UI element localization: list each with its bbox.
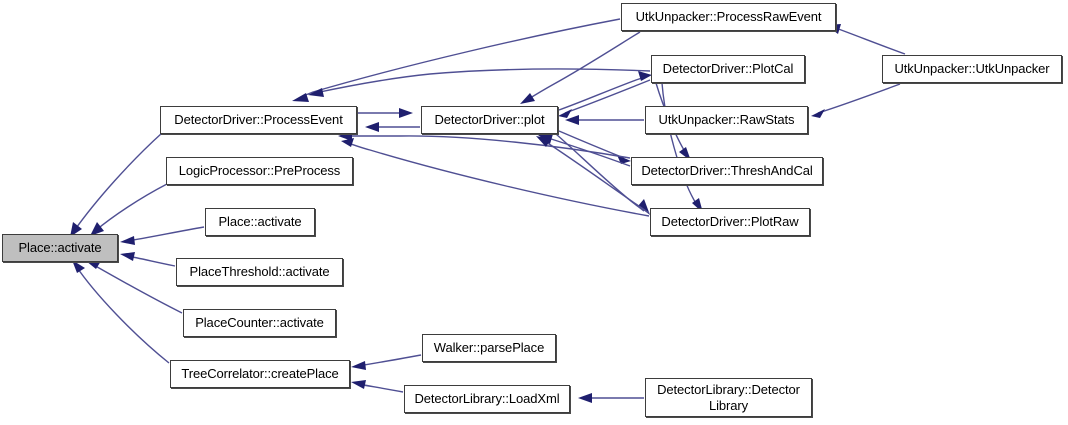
edge-parseplace-to-createplace [351, 354, 422, 370]
node-label: DetectorDriver::ProcessEvent [174, 112, 343, 127]
node-label: UtkUnpacker::RawStats [658, 112, 795, 127]
node-detectordriver-processevent[interactable]: DetectorDriver::ProcessEvent [160, 106, 357, 134]
edge-processrawevent-to-plot [520, 31, 641, 104]
node-label: Place::activate [18, 240, 102, 255]
edge-utkunpacker-ctor-to-processrawevent [826, 24, 906, 55]
node-label-line1: DetectorLibrary::Detector [657, 381, 800, 397]
node-logicprocessor-preprocess[interactable]: LogicProcessor::PreProcess [166, 157, 353, 185]
node-detectorlibrary-constructor[interactable]: DetectorLibrary::Detector Library [645, 378, 812, 417]
edge-plot-to-threshandcal [558, 130, 631, 164]
edge-threshandcal-to-plot [538, 134, 631, 167]
edge-place-activate-caller-to-place-activate [120, 226, 205, 245]
edge-processevent-to-place-activate [70, 132, 163, 237]
node-detectorlibrary-loadxml[interactable]: DetectorLibrary::LoadXml [404, 385, 570, 413]
node-label: DetectorDriver::PlotRaw [661, 214, 799, 229]
edge-processrawevent-to-processevent [292, 18, 621, 102]
edge-placecounter-to-place-activate [86, 261, 183, 314]
node-walker-parseplace[interactable]: Walker::parsePlace [422, 334, 556, 362]
node-placecounter-activate[interactable]: PlaceCounter::activate [183, 309, 336, 337]
edge-plot-to-plotcal [558, 71, 652, 111]
node-label: LogicProcessor::PreProcess [178, 163, 341, 178]
node-detectordriver-plotcal[interactable]: DetectorDriver::PlotCal [651, 55, 805, 83]
edge-rawstats-to-plot [565, 115, 644, 125]
node-label-line2: Library [708, 397, 749, 413]
node-label: DetectorLibrary::Detector Library [651, 382, 806, 414]
node-detectordriver-threshandcal[interactable]: DetectorDriver::ThreshAndCal [631, 157, 823, 185]
edge-plotraw-to-plot [536, 136, 650, 214]
node-placethreshold-activate[interactable]: PlaceThreshold::activate [176, 258, 343, 286]
node-place-activate-current[interactable]: Place::activate [2, 234, 118, 262]
node-label: PlaceThreshold::activate [189, 264, 330, 279]
node-label: DetectorLibrary::LoadXml [414, 391, 560, 406]
edge-plot-to-processevent [365, 122, 420, 132]
node-label: DetectorDriver::PlotCal [662, 61, 794, 76]
edge-createplace-to-place-activate [72, 260, 170, 364]
node-label: TreeCorrelator::createPlace [181, 366, 339, 381]
edge-preprocess-to-place-activate [90, 183, 168, 236]
edge-plotraw-to-processevent [341, 138, 650, 217]
edge-processevent-to-plot [358, 108, 413, 118]
node-utkunpacker-processrawevent[interactable]: UtkUnpacker::ProcessRawEvent [621, 3, 836, 31]
node-label: DetectorDriver::ThreshAndCal [641, 163, 813, 178]
node-treecorrelator-createplace[interactable]: TreeCorrelator::createPlace [170, 360, 350, 388]
node-label: Place::activate [218, 214, 302, 229]
edge-plotcal-to-plot [558, 79, 651, 118]
node-utkunpacker-constructor[interactable]: UtkUnpacker::UtkUnpacker [882, 55, 1062, 83]
node-detectordriver-plotraw[interactable]: DetectorDriver::PlotRaw [650, 208, 810, 236]
edge-plotcal-to-processevent [308, 68, 651, 97]
node-place-activate-caller[interactable]: Place::activate [205, 208, 315, 236]
node-detectordriver-plot[interactable]: DetectorDriver::plot [421, 106, 558, 134]
node-label: PlaceCounter::activate [195, 315, 324, 330]
node-label: UtkUnpacker::ProcessRawEvent [635, 9, 822, 24]
edge-placethreshold-to-place-activate [120, 252, 176, 267]
edge-utkunpacker-ctor-to-rawstats [811, 83, 901, 118]
node-utkunpacker-rawstats[interactable]: UtkUnpacker::RawStats [645, 106, 808, 134]
node-label: Walker::parsePlace [433, 340, 545, 355]
edge-loadxml-to-createplace [351, 380, 404, 393]
node-label: UtkUnpacker::UtkUnpacker [894, 61, 1050, 76]
edge-detectorlibrary-ctor-to-loadxml [578, 393, 644, 403]
node-label: DetectorDriver::plot [434, 112, 545, 127]
